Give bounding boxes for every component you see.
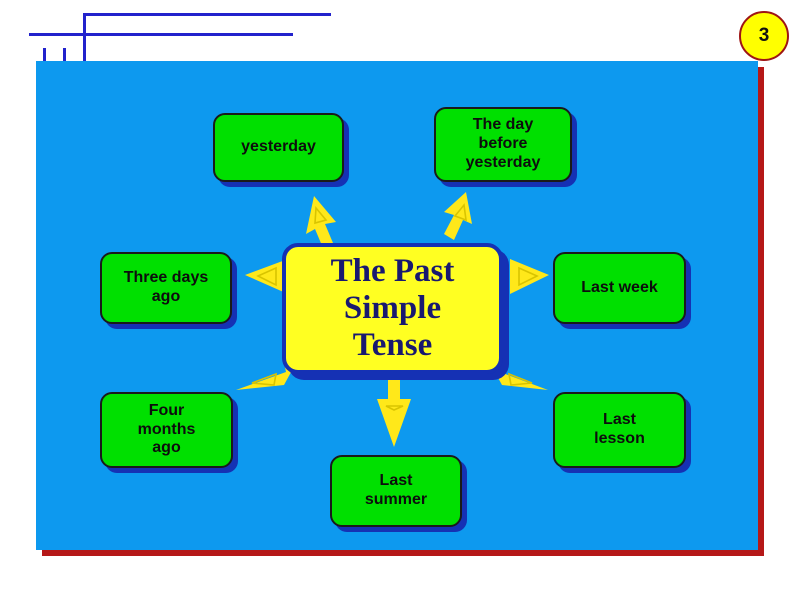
node-yesterday-label: yesterday (241, 138, 316, 156)
decor-line-h-inner (83, 13, 331, 16)
node-last-week[interactable]: Last week (553, 252, 686, 324)
node-yesterday[interactable]: yesterday (213, 113, 344, 182)
node-last-week-label: Last week (581, 278, 658, 296)
page-number-badge: 3 (739, 11, 789, 61)
page-number-badge-label: 3 (758, 25, 770, 46)
decor-line-h-outer (29, 33, 293, 36)
